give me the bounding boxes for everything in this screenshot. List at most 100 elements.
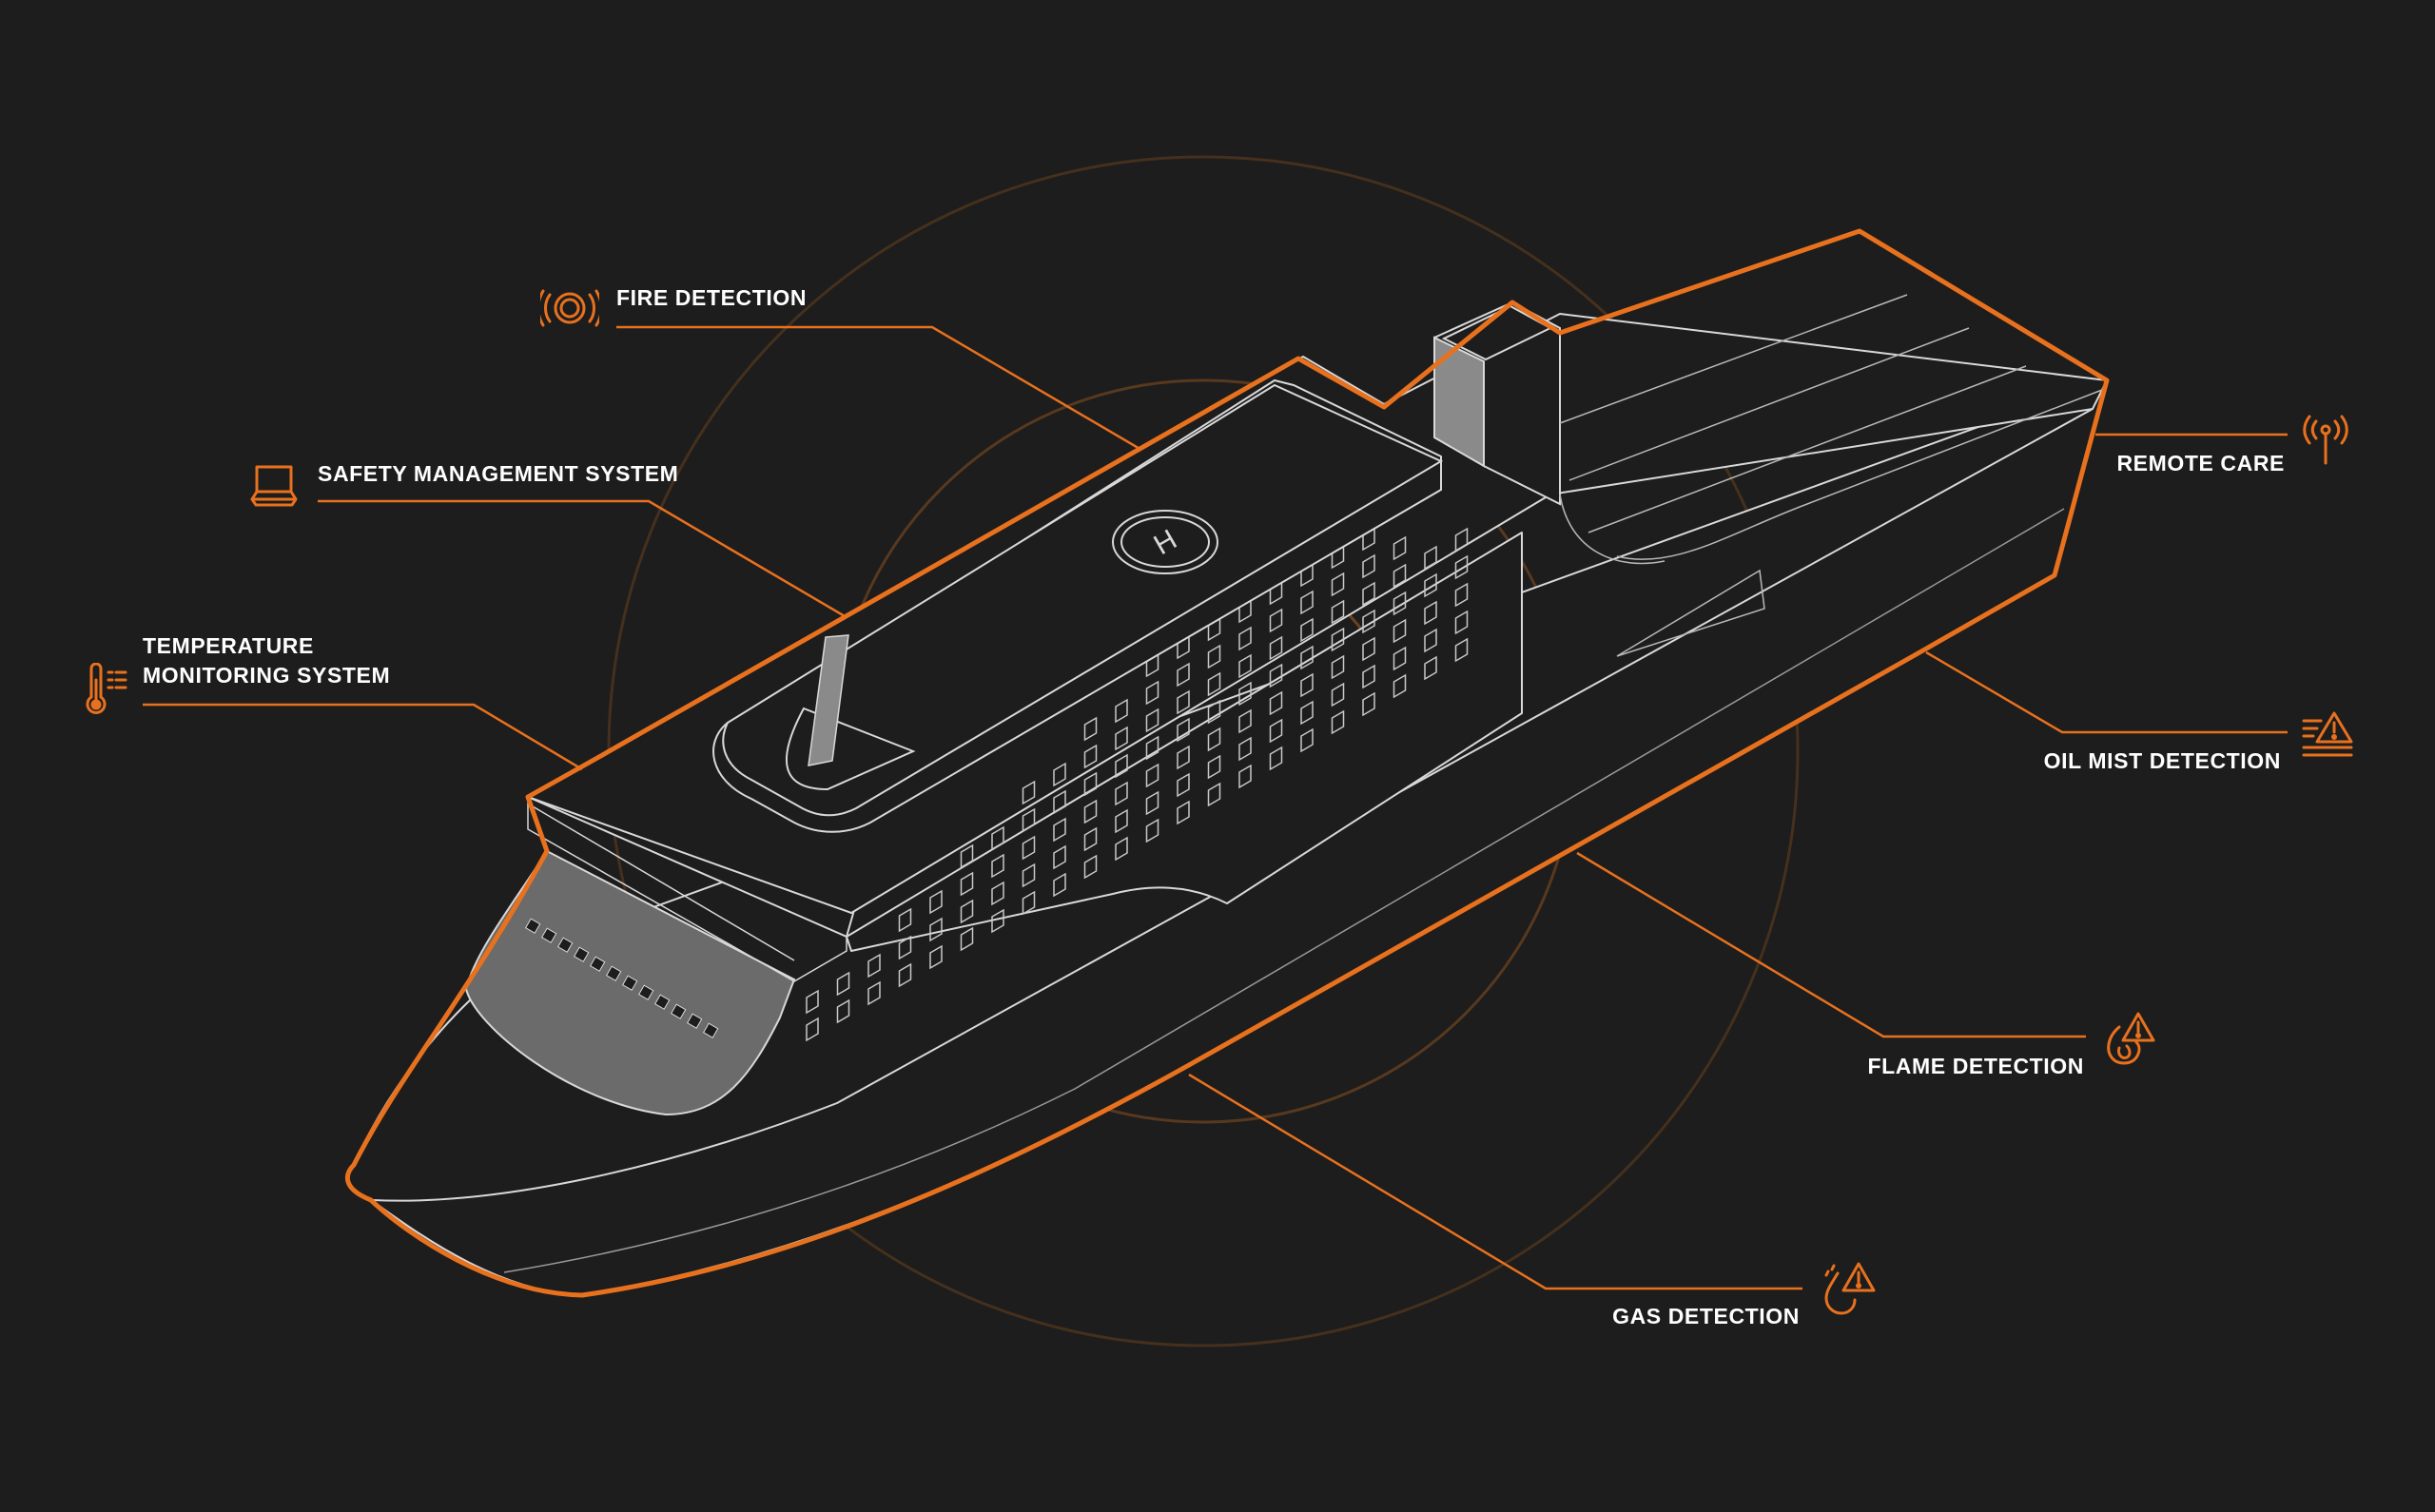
cabin-window (1115, 808, 1128, 834)
cabin-window (1177, 662, 1190, 688)
cabin-window (1300, 727, 1314, 753)
oil-leader (1925, 650, 2288, 734)
cabin-window (1238, 681, 1252, 707)
cabin-window (1207, 671, 1221, 697)
cabin-window (1362, 636, 1375, 662)
cabin-window (960, 871, 974, 897)
fire-leader (616, 325, 1142, 452)
cabin-window (1454, 582, 1469, 608)
cabin-window (1145, 763, 1159, 788)
cabin-window (1424, 628, 1437, 653)
cabin-window (1393, 535, 1407, 561)
cabin-window (1053, 872, 1066, 898)
cabin-window (898, 935, 912, 960)
cabin-window (1393, 646, 1407, 671)
flame-detection-label: FLAME DETECTION (1867, 1054, 2084, 1078)
cabin-window (1022, 835, 1036, 861)
cabin-window (1238, 653, 1252, 679)
cabin-window (1053, 817, 1066, 843)
cabin-window (1424, 545, 1437, 571)
remote-care-label: REMOTE CARE (2116, 451, 2285, 475)
gas-detection-label: GAS DETECTION (1612, 1304, 1800, 1328)
cabin-window (1177, 772, 1190, 798)
cabin-window (1454, 610, 1469, 635)
cabin-window (1331, 599, 1345, 625)
cabin-window (1145, 680, 1159, 706)
cabin-window (1269, 718, 1283, 744)
cabin-window (1424, 655, 1437, 681)
temperature-label-line2: MONITORING SYSTEM (143, 663, 391, 688)
oil-mist-label: OIL MIST DETECTION (2043, 748, 2281, 773)
cabin-window (1022, 863, 1036, 888)
cabin-window (1300, 645, 1314, 670)
cabin-window (1269, 635, 1283, 661)
cabin-window (1393, 591, 1407, 616)
cabin-window (1454, 527, 1469, 552)
cabin-window (1362, 691, 1375, 717)
laptop-icon (249, 463, 299, 509)
cabin-window (1083, 716, 1098, 742)
cabin-window (1115, 698, 1128, 724)
cabin-window (991, 908, 1004, 934)
cabin-window (867, 953, 881, 979)
bow-portholes (524, 918, 719, 1038)
cabin-window (1115, 753, 1128, 779)
cabin-window (1022, 807, 1036, 833)
cabin-window (1177, 717, 1190, 743)
cabin-window (1177, 745, 1190, 770)
cabin-window (836, 998, 850, 1024)
bridge-windows (527, 797, 847, 982)
cabin-window (1331, 627, 1345, 652)
cabin-window (1454, 637, 1469, 663)
cabin-window (1300, 617, 1314, 643)
cabin-window (1022, 780, 1036, 805)
cabin-window (806, 1017, 819, 1042)
cabin-window (1238, 764, 1252, 789)
oil-mist-warning-icon (2300, 709, 2355, 761)
gas-warning-icon (1822, 1260, 1878, 1317)
antenna-icon (2302, 414, 2349, 467)
cabin-window (991, 853, 1004, 879)
cabin-window (1269, 608, 1283, 633)
gas-leader (1188, 1073, 1802, 1290)
cabin-window (867, 980, 881, 1006)
cabin-window (1454, 554, 1469, 580)
callout-leaders (143, 325, 2288, 1290)
cabin-window (898, 907, 912, 933)
cabin-window (1022, 890, 1036, 916)
cabin-window (1207, 754, 1221, 780)
cabin-window (1331, 682, 1345, 708)
cabin-window (1207, 782, 1221, 807)
cabin-window (1362, 581, 1375, 607)
ship-orange-outline (344, 228, 2110, 1298)
fire-detection-label: FIRE DETECTION (616, 285, 808, 310)
cabin-window (1083, 771, 1098, 797)
cabin-window (1424, 572, 1437, 598)
cabin-window (806, 989, 819, 1015)
cabin-window (1269, 690, 1283, 716)
cabin-window (1053, 762, 1066, 787)
cabin-window (1177, 689, 1190, 715)
cabin-window (1238, 708, 1252, 734)
cabin-window (1177, 800, 1190, 825)
cabin-window (1424, 600, 1437, 626)
upper-deck (712, 378, 1444, 833)
cabin-window (1393, 618, 1407, 644)
cabin-window (1362, 609, 1375, 634)
cabin-window (929, 917, 943, 942)
cabin-window (1362, 664, 1375, 689)
cabin-window (991, 825, 1004, 851)
cabin-window (1238, 736, 1252, 762)
cabin-window (1083, 744, 1098, 769)
cabin-window (1053, 844, 1066, 870)
thermometer-icon (82, 663, 129, 718)
cabin-window (1238, 626, 1252, 651)
cabin-window (1115, 726, 1128, 751)
cabin-window (1083, 826, 1098, 852)
cabin-window (1331, 654, 1345, 680)
cabin-window (1300, 590, 1314, 615)
safety-management-label: SAFETY MANAGEMENT SYSTEM (318, 461, 679, 486)
cabin-window (1269, 746, 1283, 771)
